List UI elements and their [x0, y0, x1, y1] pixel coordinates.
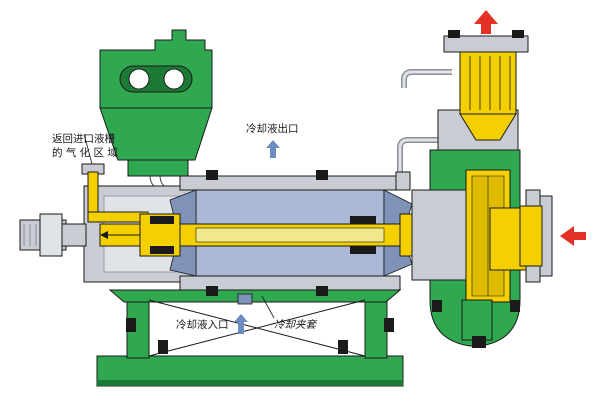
return-zone-label-line2: 的 气 化 区 域 [52, 147, 118, 159]
pump-casing [411, 109, 541, 348]
blue-arrow-up-icon [234, 314, 248, 334]
outlet-nozzle [443, 30, 529, 141]
red-arrow-up-icon [474, 10, 498, 34]
motor-stator [169, 170, 413, 305]
rotor-shaft [99, 213, 481, 257]
bypass-pipe [395, 69, 452, 191]
red-arrow-left-icon [560, 226, 586, 246]
blue-arrow-up-icon [266, 140, 280, 158]
coolant-inlet-label: 冷却液入口 [176, 319, 229, 331]
return-pipe [81, 133, 149, 223]
terminal-box [99, 29, 213, 191]
coolant-outlet-label: 冷却液出口 [246, 123, 299, 135]
cooling-jacket-label: 冷却夹套 [274, 319, 316, 331]
inlet-nozzle [519, 195, 553, 277]
return-zone-label-line1: 返回进口液槽 [52, 133, 115, 145]
jacket-leader-line [261, 295, 275, 319]
